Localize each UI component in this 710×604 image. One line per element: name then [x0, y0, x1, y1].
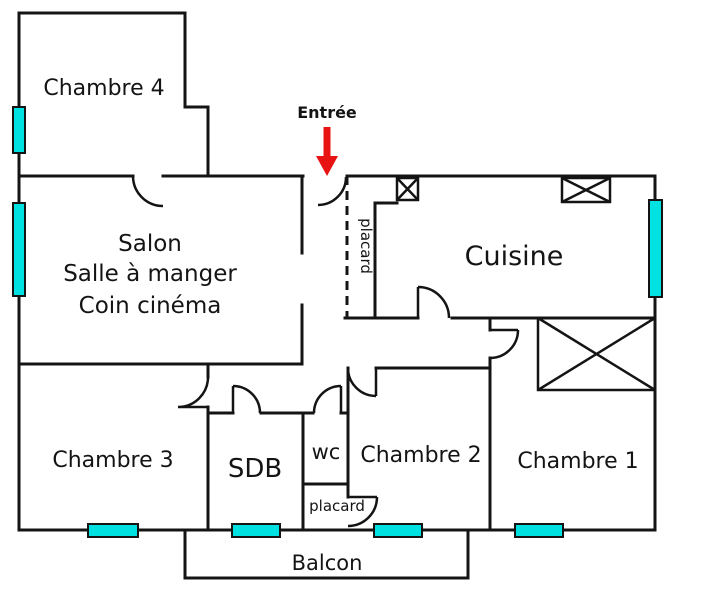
door-wc [312, 384, 343, 414]
windows [12, 106, 663, 538]
placard-label-vertical: placard [357, 218, 375, 274]
room-label-salon-line3: Coin cinéma [79, 293, 222, 319]
room-label-salon-line1: Salon [118, 231, 182, 257]
window-chambre4 [12, 106, 26, 154]
vent-box-cuisine-top [560, 176, 612, 204]
door-sdb [231, 384, 262, 414]
window-cuisine [648, 199, 663, 298]
room-label-salon-line2: Salle à manger [63, 261, 237, 287]
wall-chambre4-outline [17, 11, 210, 178]
doors [131, 175, 520, 528]
room-label-sdb: SDB [228, 454, 282, 484]
room-labels: Chambre 4 Salon Salle à manger Coin ciné… [43, 76, 638, 575]
door-chambre1 [489, 328, 520, 360]
hatched-boxes [395, 176, 657, 392]
door-chambre4 [131, 175, 164, 208]
door-placard [347, 495, 379, 528]
entree-arrow-icon [316, 127, 338, 176]
window-sdb [231, 523, 281, 538]
door-chambre2 [346, 367, 378, 398]
room-label-chambre4: Chambre 4 [43, 76, 164, 101]
door-chambre3 [177, 376, 210, 409]
structure-box-chambre1 [536, 316, 657, 392]
room-label-chambre3: Chambre 3 [52, 448, 173, 473]
door-cuisine [416, 285, 451, 319]
room-label-balcon: Balcon [292, 551, 363, 575]
room-label-wc: wc [312, 440, 341, 464]
entree-label: Entrée [297, 103, 357, 122]
window-salon [12, 202, 26, 297]
room-label-chambre1: Chambre 1 [517, 449, 638, 474]
vent-box-cuisine-left [395, 176, 420, 202]
room-label-cuisine: Cuisine [465, 241, 564, 272]
placard-label-bottom: placard [309, 497, 365, 515]
window-chambre2 [373, 523, 423, 538]
window-chambre3 [87, 523, 139, 538]
window-chambre1 [514, 523, 564, 538]
wall-balcon-outline [183, 528, 470, 580]
door-entree [317, 176, 348, 207]
room-label-chambre2: Chambre 2 [360, 443, 481, 468]
